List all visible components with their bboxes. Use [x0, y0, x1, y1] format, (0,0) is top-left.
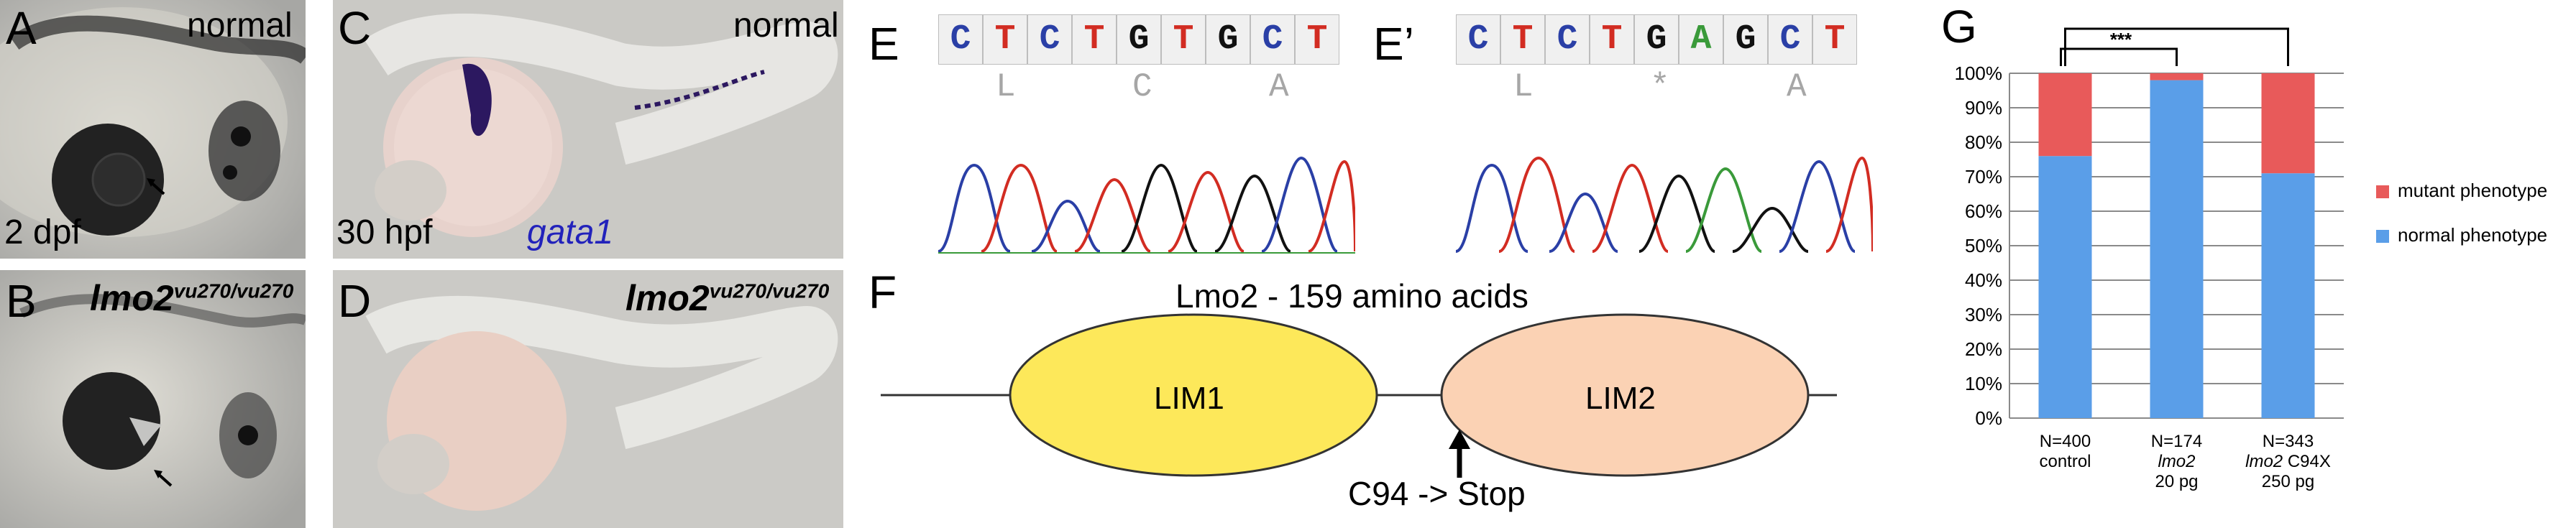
y-tick-label: 0% — [1975, 407, 2002, 429]
sequence-row-e-prime: C T C T G A G C T — [1456, 14, 1857, 65]
panel-a-image — [0, 0, 306, 259]
base: T — [1161, 14, 1206, 65]
eye-shape — [63, 372, 160, 470]
bar-normal-phenotype — [2261, 173, 2315, 418]
protein-title: Lmo2 - 159 amino acids — [1175, 277, 1528, 315]
amino-acid: L — [1513, 68, 1534, 106]
base: T — [1812, 14, 1857, 65]
phenotype-stacked-bar-chart: 0% 10% 20% 30% 40% 50% 60% 70% 80% 90% 100% N=400co… — [1955, 27, 2547, 491]
genotype-gene: lmo2 — [625, 278, 710, 318]
lim1-domain — [1009, 313, 1378, 477]
x-category-label: N=343 — [2263, 432, 2314, 451]
embryo-head-mutant — [0, 270, 306, 528]
panel-b-genotype: lmo2vu270/vu270 — [90, 277, 293, 319]
x-category-label: 20 pg — [2155, 472, 2198, 491]
y-tick-label: 80% — [1965, 131, 2002, 153]
bar-normal-phenotype — [2150, 80, 2204, 418]
legend-label: normal phenotype — [2398, 224, 2547, 246]
panel-c-normal-tag: normal — [733, 6, 839, 45]
x-category-label: N=400 — [2040, 432, 2091, 451]
panel-label-g: G — [1941, 1, 1977, 52]
base: C — [1456, 14, 1500, 65]
base: T — [1295, 14, 1339, 65]
x-category-label: N=174 — [2151, 432, 2202, 451]
y-tick-label: 30% — [1965, 304, 2002, 325]
significance-bracket — [2064, 27, 2289, 66]
significance-bracket — [2060, 47, 2178, 66]
amino-acid: L — [996, 68, 1016, 106]
panel-b-image — [0, 270, 306, 528]
panel-label-e-prime: E’ — [1373, 18, 1414, 70]
y-tick-label: 20% — [1965, 338, 2002, 360]
legend-label: mutant phenotype — [2398, 180, 2547, 201]
lim1-label: LIM1 — [1154, 381, 1224, 416]
y-tick-label: 10% — [1965, 373, 2002, 394]
panel-label-a: A — [6, 2, 37, 54]
embryo-head-normal — [0, 0, 306, 259]
genotype-allele: vu270/vu270 — [173, 279, 294, 302]
y-tick-label: 70% — [1965, 166, 2002, 187]
base: C — [1027, 14, 1072, 65]
base: A — [1679, 14, 1723, 65]
amino-acid: * — [1650, 68, 1670, 106]
base: T — [1500, 14, 1545, 65]
y-tick-label: 50% — [1965, 235, 2002, 256]
x-category-label: lmo2 C94X — [2245, 452, 2331, 471]
panel-c-stage: 30 hpf — [336, 213, 433, 251]
bar-mutant-phenotype — [2150, 73, 2204, 80]
chromatogram-e — [938, 156, 1355, 254]
base: C — [1768, 14, 1812, 65]
embryo-whole-normal — [333, 0, 843, 259]
bar-mutant-phenotype — [2261, 73, 2315, 174]
bar-normal-phenotype — [2038, 156, 2092, 418]
base: C — [1250, 14, 1295, 65]
base: T — [983, 14, 1027, 65]
panel-label-d: D — [338, 275, 372, 327]
bar-mutant-phenotype — [2038, 73, 2092, 157]
panel-label-e: E — [868, 18, 899, 70]
significance-stars: *** — [2110, 29, 2132, 50]
x-category-label: lmo2 — [2158, 452, 2195, 471]
panel-a-normal-tag: normal — [187, 6, 293, 45]
base: T — [1590, 14, 1634, 65]
base: G — [1206, 14, 1250, 65]
panel-c-probe: gata1 — [527, 213, 614, 251]
panel-d-image — [333, 270, 843, 528]
genotype-allele: vu270/vu270 — [709, 279, 830, 302]
legend-swatch — [2376, 185, 2389, 198]
legend-swatch — [2376, 230, 2389, 243]
gata1-stain — [462, 63, 492, 136]
y-tick-label: 40% — [1965, 269, 2002, 291]
panel-d-genotype: lmo2vu270/vu270 — [625, 277, 829, 319]
amino-acid: C — [1132, 68, 1152, 106]
x-category-label: control — [2039, 452, 2091, 471]
x-category-label: 250 pg — [2262, 472, 2314, 491]
base: G — [1117, 14, 1161, 65]
sequence-row-e: C T C T G T G C T — [938, 14, 1339, 65]
embryo-whole-mutant — [333, 270, 843, 528]
chromatogram-e-prime — [1456, 156, 1873, 253]
y-tick-label: 90% — [1965, 97, 2002, 119]
lim2-domain — [1440, 313, 1810, 477]
base: G — [1634, 14, 1679, 65]
y-tick-label: 60% — [1965, 200, 2002, 222]
genotype-gene: lmo2 — [90, 278, 174, 318]
panel-c-image — [333, 0, 843, 259]
panel-label-b: B — [6, 275, 37, 327]
protein-domain-diagram — [881, 313, 1837, 478]
panel-a-stage: 2 dpf — [4, 213, 81, 251]
panel-label-f: F — [868, 267, 897, 318]
base: C — [938, 14, 983, 65]
mutation-label: C94 -> Stop — [1348, 475, 1526, 512]
amino-acid: A — [1269, 68, 1289, 106]
base: T — [1072, 14, 1117, 65]
base: C — [1545, 14, 1590, 65]
amino-acid: A — [1787, 68, 1807, 106]
lim2-label: LIM2 — [1585, 381, 1656, 416]
panel-label-c: C — [338, 2, 372, 54]
y-tick-label: 100% — [1955, 62, 2003, 84]
base: G — [1723, 14, 1768, 65]
